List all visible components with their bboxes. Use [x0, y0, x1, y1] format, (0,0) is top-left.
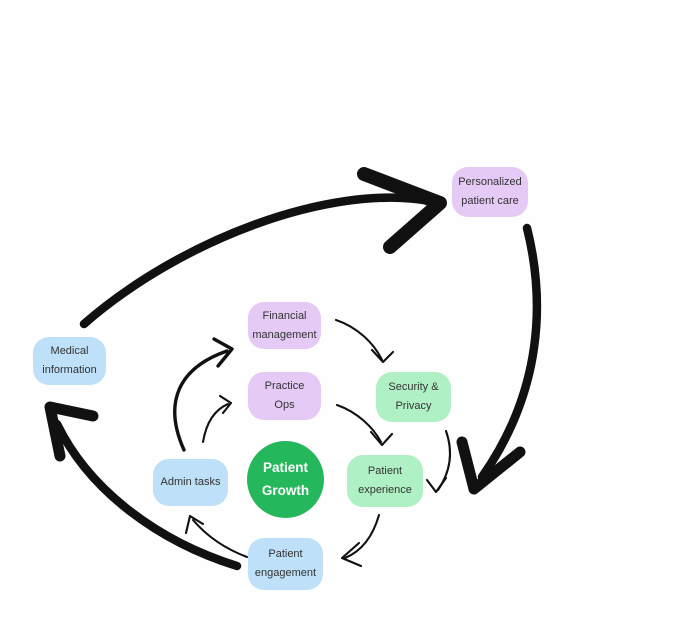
- arrow-shaft: [477, 223, 542, 482]
- arrow-patient-engagement-to-medical-information: [44, 401, 242, 571]
- node-financial-management[interactable]: Financial management: [248, 302, 321, 349]
- arrowhead-icon: [369, 430, 394, 447]
- arrowhead-icon: [370, 348, 395, 364]
- arrowhead-icon: [44, 401, 99, 462]
- node-label: Medical information: [42, 345, 97, 376]
- arrow-practice-ops-to-patient-experience: [335, 403, 394, 447]
- node-personalized-patient-care[interactable]: Personalized patient care: [452, 167, 528, 217]
- arrow-medical-information-to-personalized-patient-care: [79, 167, 447, 329]
- arrowhead-icon: [212, 337, 234, 368]
- arrow-shaft: [343, 513, 381, 560]
- node-label: Practice Ops: [264, 380, 305, 411]
- arrowhead-icon: [425, 476, 448, 494]
- node-patient-experience[interactable]: Patient experience: [347, 455, 423, 507]
- arrow-admin-tasks-to-financial-management: [173, 337, 234, 452]
- arrow-shaft: [334, 318, 384, 362]
- arrow-shaft: [79, 193, 435, 329]
- arrowhead-icon: [357, 167, 447, 254]
- arrow-patient-experience-to-patient-engagement: [340, 513, 381, 568]
- node-label: Patient experience: [358, 465, 412, 496]
- node-practice-ops[interactable]: Practice Ops: [248, 372, 321, 420]
- arrow-patient-engagement-to-admin-tasks: [184, 514, 249, 559]
- node-label: Financial management: [252, 309, 317, 341]
- arrow-security-privacy-to-patient-experience: [425, 429, 451, 494]
- arrow-shaft: [201, 402, 230, 444]
- node-label: Admin tasks: [160, 476, 221, 489]
- arrow-shaft: [52, 419, 242, 571]
- arrow-admin-tasks-to-practice-ops: [201, 394, 233, 444]
- arrowhead-icon: [456, 436, 526, 495]
- node-security-privacy[interactable]: Security & Privacy: [376, 372, 451, 422]
- node-label: Personalized patient care: [458, 176, 522, 207]
- arrowhead-icon: [184, 514, 205, 535]
- node-patient-growth[interactable]: Patient Growth: [247, 441, 324, 518]
- arrow-shaft: [191, 518, 249, 559]
- arrow-financial-management-to-security-privacy: [334, 318, 395, 364]
- node-patient-engagement[interactable]: Patient engagement: [248, 538, 323, 590]
- node-medical-information[interactable]: Medical information: [33, 337, 106, 385]
- arrow-shaft: [173, 349, 229, 452]
- node-label: Patient engagement: [254, 548, 317, 579]
- arrow-shaft: [335, 403, 383, 444]
- node-label: Security & Privacy: [388, 381, 439, 412]
- arrowhead-icon: [340, 541, 363, 568]
- node-label: Patient Growth: [261, 459, 310, 498]
- arrow-personalized-patient-care-to-inner-cycle: [456, 223, 542, 495]
- arrowhead-icon: [218, 394, 233, 415]
- node-admin-tasks[interactable]: Admin tasks: [153, 459, 228, 506]
